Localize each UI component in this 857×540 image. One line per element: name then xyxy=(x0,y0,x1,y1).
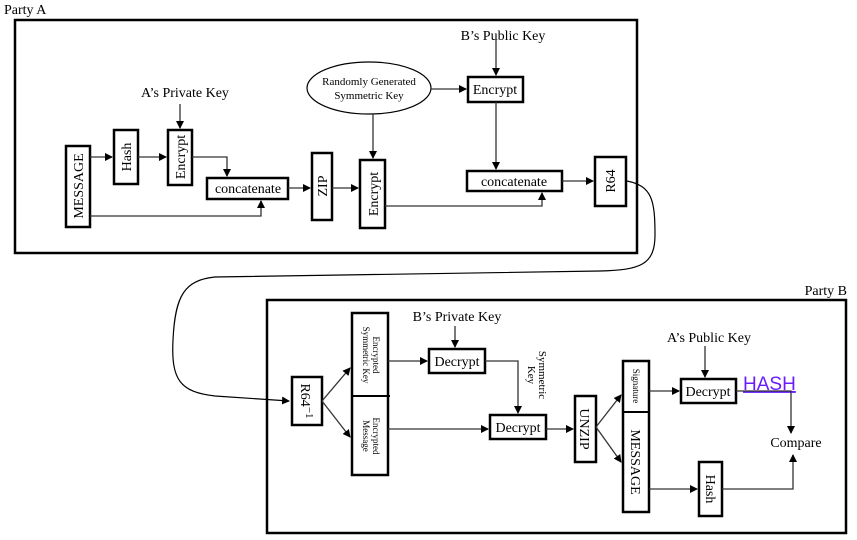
decrypt-signature-box: Decrypt xyxy=(679,377,738,405)
svg-text:Randomly Generated: Randomly Generated xyxy=(322,76,416,88)
compare-label: Compare xyxy=(770,436,821,451)
svg-text:ZIP: ZIP xyxy=(316,175,331,196)
concatenate-box-1: concatenate xyxy=(205,176,290,201)
svg-text:R64−1: R64−1 xyxy=(297,383,315,418)
session-key-ellipse: Randomly Generated Symmetric Key xyxy=(306,61,432,115)
svg-text:Encrypt: Encrypt xyxy=(174,135,189,179)
party-b-title: Party B xyxy=(805,284,847,299)
svg-text:Symmetric Key: Symmetric Key xyxy=(334,90,404,102)
encrypted-bundle-box: Encrypted Symmetric Key Encrypted Messag… xyxy=(350,311,390,477)
party-b-arrows xyxy=(321,326,797,493)
decrypt-message-box: Decrypt xyxy=(488,413,548,441)
zip-box: ZIP xyxy=(310,151,334,222)
svg-text:Encrypted: Encrypted xyxy=(371,418,381,455)
svg-text:Encrypt: Encrypt xyxy=(367,172,382,216)
svg-text:Encrypt: Encrypt xyxy=(473,83,517,98)
signature-message-box: Signature MESSAGE xyxy=(621,359,651,514)
svg-text:Decrypt: Decrypt xyxy=(434,355,479,370)
svg-text:MESSAGE: MESSAGE xyxy=(627,429,642,494)
svg-text:R64: R64 xyxy=(604,169,619,192)
r64-box: R64 xyxy=(593,155,628,208)
svg-text:MESSAGE: MESSAGE xyxy=(72,153,87,218)
svg-text:Key: Key xyxy=(525,366,537,385)
svg-text:Message: Message xyxy=(361,420,371,452)
svg-text:Signature: Signature xyxy=(631,369,641,404)
encrypt-key-box: Encrypt xyxy=(466,75,525,104)
symmetric-key-label: Symmetric Key xyxy=(525,351,548,399)
svg-text:Encrypted: Encrypted xyxy=(371,337,381,374)
transmission-curve xyxy=(172,180,656,405)
hash-box-a: Hash xyxy=(112,128,140,186)
hash-box-b: Hash xyxy=(697,460,724,518)
party-a-title: Party A xyxy=(4,3,47,18)
r64-inverse-box: R64−1 xyxy=(290,375,324,427)
svg-text:concatenate: concatenate xyxy=(215,182,281,197)
a-private-key-label: A’s Private Key xyxy=(141,86,229,101)
svg-text:concatenate: concatenate xyxy=(481,175,547,190)
encrypt-message-box: Encrypt xyxy=(358,158,387,230)
party-a-frame xyxy=(13,18,639,255)
unzip-box: UNZIP xyxy=(573,394,598,464)
party-a-arrows xyxy=(90,38,594,217)
svg-text:Decrypt: Decrypt xyxy=(495,421,540,436)
hash-annotation: HASH xyxy=(743,374,796,395)
svg-text:Hash: Hash xyxy=(120,143,135,172)
svg-text:Decrypt: Decrypt xyxy=(685,385,730,400)
a-public-key-label: A’s Public Key xyxy=(667,331,751,346)
svg-text:Symmetric: Symmetric xyxy=(536,351,548,399)
encrypt-signature-box: Encrypt xyxy=(166,128,194,187)
svg-text:Symmetric Key: Symmetric Key xyxy=(361,327,371,384)
b-private-key-label: B’s Private Key xyxy=(413,310,502,325)
party-b-frame xyxy=(265,298,848,535)
message-box: MESSAGE xyxy=(64,144,92,229)
b-public-key-label: B’s Public Key xyxy=(461,29,546,44)
svg-text:UNZIP: UNZIP xyxy=(576,408,591,449)
concatenate-box-2: concatenate xyxy=(465,169,564,193)
svg-text:Hash: Hash xyxy=(702,475,717,504)
decrypt-key-box: Decrypt xyxy=(427,347,487,375)
